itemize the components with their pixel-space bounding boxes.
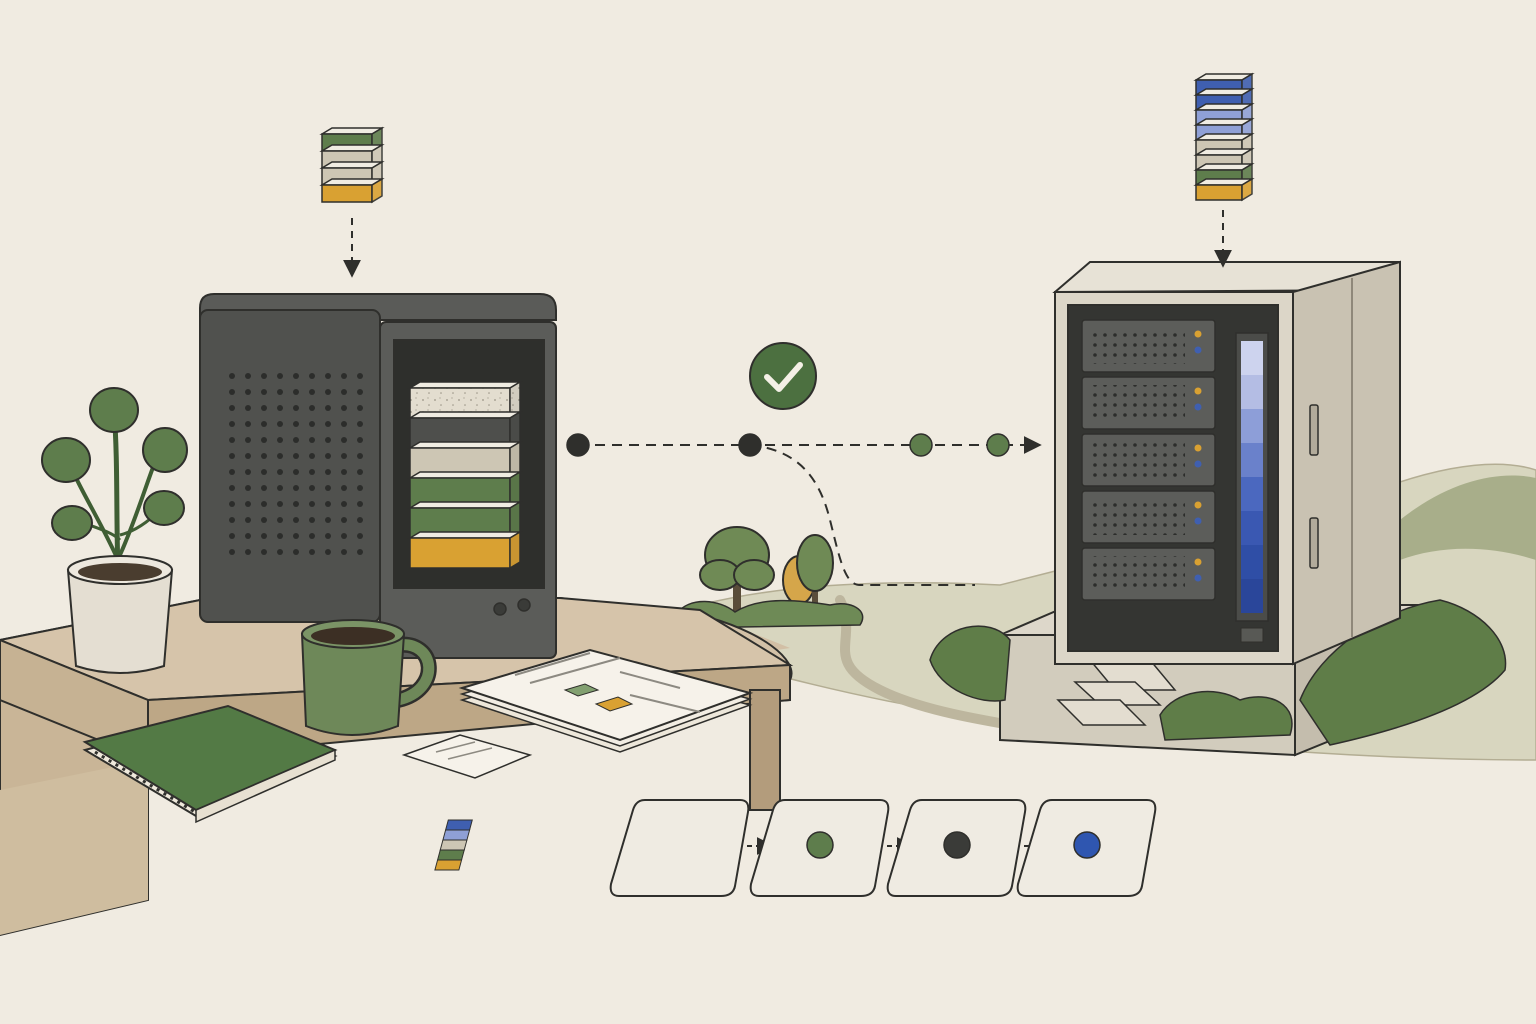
pipeline-card	[1016, 799, 1157, 897]
pipeline-card	[749, 799, 915, 897]
path-node	[986, 433, 1010, 457]
shrub-icon	[929, 625, 1011, 702]
path-node	[738, 433, 762, 457]
blue-dot-icon	[1073, 831, 1101, 859]
rack-unit	[1081, 319, 1216, 373]
tree-icon	[796, 534, 834, 610]
mini-layer	[439, 839, 468, 851]
rack-unit	[1081, 490, 1216, 544]
rack-units	[1081, 319, 1216, 601]
steps	[1056, 659, 1177, 726]
pipeline-steps	[434, 799, 1157, 897]
stack-layer	[319, 177, 385, 204]
mini-layer	[434, 859, 463, 871]
check-circle-icon	[749, 342, 817, 410]
stack-layer	[1193, 177, 1255, 202]
shrub-icon	[1159, 690, 1293, 741]
mini-layer	[442, 829, 471, 841]
note-card-icon	[401, 734, 533, 779]
documents-icon	[458, 648, 754, 753]
transfer-path	[578, 436, 1042, 586]
path-node	[909, 433, 933, 457]
mini-layer	[436, 849, 465, 861]
mini-layer	[444, 819, 473, 831]
mug-icon	[300, 619, 437, 736]
green-dot-icon	[806, 831, 834, 859]
path-node	[566, 433, 590, 457]
layer-stack-icon	[319, 126, 385, 204]
drive-layer	[407, 530, 523, 570]
plant-icon	[41, 387, 188, 674]
pipeline-card	[434, 799, 775, 897]
layer-stack-icon	[1193, 72, 1255, 202]
rack-unit	[1081, 547, 1216, 601]
notebook-icon	[82, 704, 338, 824]
path-nodes	[566, 433, 1010, 457]
dark-dot-icon	[943, 831, 971, 859]
drive-stack	[407, 380, 523, 570]
rack-unit	[1081, 433, 1216, 487]
tree-icon	[699, 526, 775, 615]
rack-unit	[1081, 376, 1216, 430]
